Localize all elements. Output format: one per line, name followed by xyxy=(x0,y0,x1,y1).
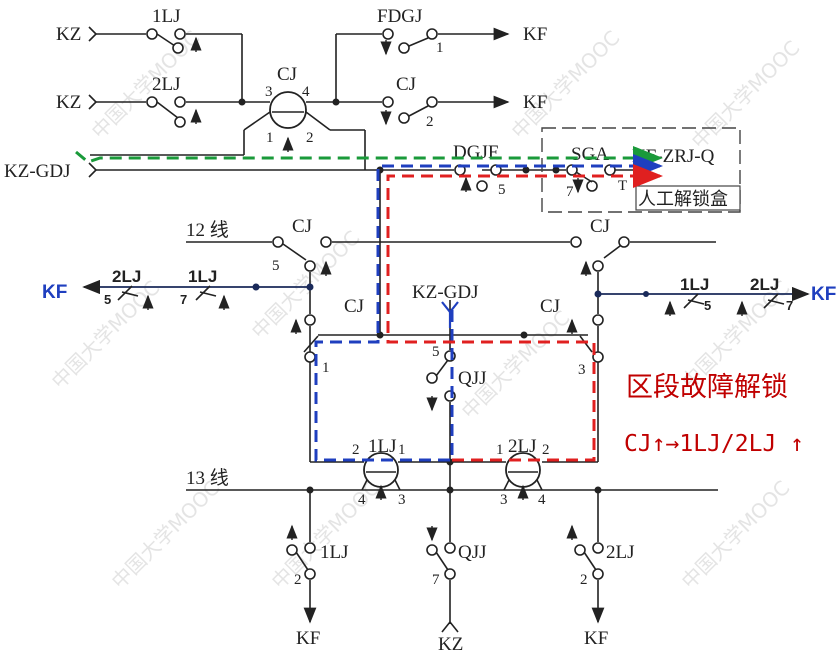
contact-number: 5 xyxy=(272,258,280,274)
cj-pin-label: 4 xyxy=(302,84,310,100)
kz-bottom-label: KZ xyxy=(438,634,463,654)
watermark-text: 中国大学MOOC xyxy=(687,36,805,154)
fdgj-contact-number: 1 xyxy=(436,40,444,56)
1lj-right-label: 1LJ xyxy=(680,275,709,294)
1lj-left-label: 1LJ xyxy=(188,267,217,286)
sga-contact-number: T xyxy=(618,178,627,194)
kf-terminal-label: KF xyxy=(523,92,547,113)
blue-path xyxy=(314,154,663,462)
kz-gdj-terminal-label: KZ-GDJ xyxy=(4,161,71,182)
relay-pin-label: 1 xyxy=(398,442,406,458)
relay-coil-1lj xyxy=(363,452,399,488)
watermark-text: 中国大学MOOC xyxy=(107,476,225,594)
state-arrows-bottom xyxy=(286,484,578,542)
watermark-text: 中国大学MOOC xyxy=(457,306,575,424)
junction-dots-bottom xyxy=(306,486,602,494)
contact-number: 5 xyxy=(704,298,711,313)
contact-number: 5 xyxy=(104,292,111,307)
watermark-text: 中国大学MOOC xyxy=(677,476,795,594)
relay-pin-label: 1 xyxy=(496,442,504,458)
sga-contact-number: 7 xyxy=(566,184,574,200)
right-kf-branch xyxy=(594,286,810,316)
relay-pin-label: 2 xyxy=(352,442,360,458)
red-path xyxy=(386,164,663,462)
relay-pin-label: 4 xyxy=(538,492,546,508)
kf-left-label: KF xyxy=(42,282,67,303)
contact-number: 5 xyxy=(432,344,440,360)
state-arrows-top xyxy=(190,36,584,194)
cj-pin-label: 2 xyxy=(306,130,314,146)
kz-bottom-fork xyxy=(441,620,459,633)
state-arrows-mid xyxy=(290,260,592,412)
cj-relay-coil xyxy=(269,91,307,129)
relay-1lj-label: 1LJ xyxy=(368,436,397,457)
cj-pin-label: 3 xyxy=(265,84,273,100)
kz-terminal-label: KZ xyxy=(56,92,81,113)
contact-2lj-label: 2LJ xyxy=(152,74,181,95)
watermark-text: 中国大学MOOC xyxy=(267,476,385,594)
green-path xyxy=(75,146,663,170)
left-kf-branch xyxy=(82,279,314,310)
watermark-text: 中国大学MOOC xyxy=(247,226,365,344)
contact-1lj-label: 1LJ xyxy=(152,6,181,27)
manual-unlock-box xyxy=(541,127,741,213)
relay-pin-label: 4 xyxy=(358,492,366,508)
manual-unlock-box-label-frame xyxy=(635,185,741,211)
contact-qjj-bottom-label: QJJ xyxy=(458,542,487,563)
kf-bottom-label: KF xyxy=(584,628,608,649)
relay-coil-2lj xyxy=(505,452,541,488)
cj-contact-left-label: CJ xyxy=(292,216,312,237)
contact-number: 2 xyxy=(294,572,302,588)
line-12-wires xyxy=(186,241,716,463)
contact-number: 7 xyxy=(180,292,187,307)
cj-relay-label: CJ xyxy=(277,64,297,85)
kf-right-label: KF xyxy=(811,284,836,305)
top-wires xyxy=(90,27,640,335)
right-kf-labels: KF 1LJ 2LJ 5 7 xyxy=(680,275,836,313)
cj-pin-label: 1 xyxy=(266,130,274,146)
sga-label: SGA xyxy=(571,144,609,165)
contact-number: 7 xyxy=(786,298,793,313)
cj-contact-right-label: CJ xyxy=(590,216,610,237)
cj-contact-mid-right-label: CJ xyxy=(540,296,560,317)
line-12-contacts xyxy=(272,236,630,402)
annotation-sequence: CJ↑→1LJ/2LJ ↑ xyxy=(624,431,804,457)
junction-dots-top xyxy=(238,98,560,174)
watermark-text: 中国大学MOOC xyxy=(87,26,205,144)
kz-gdj-mid-label: KZ-GDJ xyxy=(412,282,479,303)
2lj-left-label: 2LJ xyxy=(112,267,141,286)
kf-bottom-label: KF xyxy=(296,628,320,649)
kf-terminal-label: KF xyxy=(523,24,547,45)
relay-pin-label: 3 xyxy=(398,492,406,508)
kz-gdj-terminal-symbol xyxy=(441,301,459,328)
watermarks: 中国大学MOOC 中国大学MOOC 中国大学MOOC 中国大学MOOC 中国大学… xyxy=(47,26,805,594)
cj-contact-mid-left-label: CJ xyxy=(344,296,364,317)
dgjf-contact-number: 5 xyxy=(498,182,506,198)
contact-number: 2 xyxy=(580,572,588,588)
line-13-label: 13 线 xyxy=(186,467,229,489)
contact-number: 3 xyxy=(578,362,586,378)
relay-pin-label: 2 xyxy=(542,442,550,458)
2lj-right-label: 2LJ xyxy=(750,275,779,294)
dgjf-label: DGJF xyxy=(453,142,498,163)
contact-number: 1 xyxy=(322,360,330,376)
fdgj-label: FDGJ xyxy=(377,6,422,27)
line-12-label: 12 线 xyxy=(186,219,229,241)
left-kf-labels: KF 2LJ 1LJ 5 7 xyxy=(42,267,217,307)
kz-chevrons xyxy=(88,26,98,178)
relay-2lj-label: 2LJ xyxy=(508,436,537,457)
contact-number: 7 xyxy=(432,572,440,588)
cj-contact-label: CJ xyxy=(396,74,416,95)
contact-1lj-bottom-label: 1LJ xyxy=(320,542,349,563)
annotation-title: 区段故障解锁 xyxy=(626,372,788,402)
relay-pin-label: 3 xyxy=(500,492,508,508)
cj-contact-number: 2 xyxy=(426,114,434,130)
line-13-contacts xyxy=(286,542,604,580)
qjj-mid-label: QJJ xyxy=(458,368,487,389)
manual-unlock-box-label: 人工解锁盒 xyxy=(638,189,728,209)
contact-2lj-bottom-label: 2LJ xyxy=(606,542,635,563)
kz-terminal-label: KZ xyxy=(56,24,81,45)
